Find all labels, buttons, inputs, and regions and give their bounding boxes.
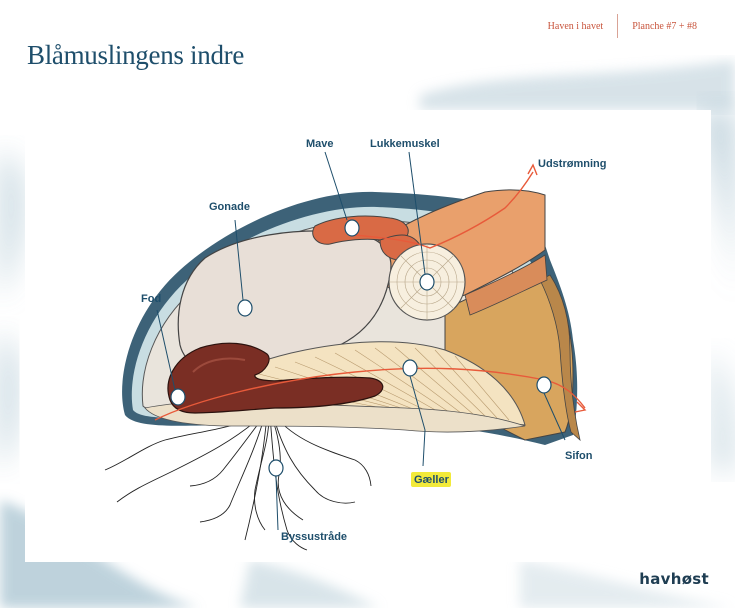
page-title: Blåmuslingens indre — [27, 40, 245, 70]
planche-nav: Haven i havet Planche #7 + #8 — [534, 14, 711, 38]
label-byssustraade: Byssustråde — [281, 531, 347, 543]
label-fod: Fod — [141, 293, 161, 305]
siphon-fringe — [539, 274, 581, 442]
marker-byssus — [268, 459, 284, 477]
gaeller-highlight — [411, 472, 451, 487]
label-udstromning: Udstrømning — [538, 158, 606, 170]
label-mave: Mave — [306, 138, 334, 150]
label-sifon: Sifon — [565, 450, 593, 462]
marker-sifon — [536, 376, 552, 394]
marker-gonade — [237, 299, 253, 317]
marker-lukkemuskel — [419, 273, 435, 291]
exhalant-fold — [464, 254, 548, 316]
foot-highlight — [192, 357, 246, 373]
label-gonade: Gonade — [209, 201, 250, 213]
label-gaeller: Gæller — [414, 474, 450, 486]
diagram-panel: Mave Lukkemuskel Udstrømning Gonade Fod … — [25, 110, 711, 562]
marker-fod — [170, 388, 186, 406]
leader-lines — [156, 151, 566, 531]
mussel-anatomy-diagram: Mave Lukkemuskel Udstrømning Gonade Fod … — [104, 138, 606, 551]
marker-mave — [344, 219, 360, 237]
marker-gaeller — [402, 359, 418, 377]
nav-divider — [617, 14, 619, 38]
label-lukkemuskel: Lukkemuskel — [370, 138, 440, 150]
nav-planche[interactable]: Planche #7 + #8 — [632, 20, 697, 32]
byssus-threads — [104, 414, 372, 551]
brand-logo: havhøst — [639, 570, 709, 588]
nav-haven-i-havet[interactable]: Haven i havet — [547, 20, 604, 32]
